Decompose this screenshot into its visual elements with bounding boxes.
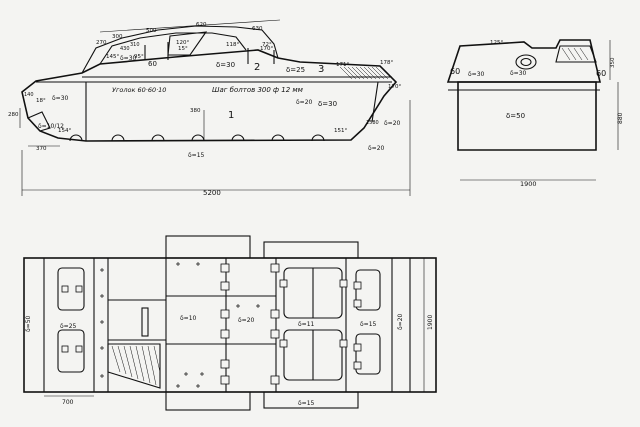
plan-label-rear-20: δ=20 [397, 313, 404, 330]
plan-hatch-lines [111, 345, 161, 386]
angle-5: 170° [260, 46, 273, 52]
plan-label-front-50: δ=50 [25, 315, 32, 332]
dim-8: 140 [24, 92, 34, 98]
section-number-2: 2 [254, 62, 260, 73]
label-rear-lower: δ=20 [368, 145, 385, 152]
plan-label-mid-10: δ=10 [180, 315, 197, 322]
plan-dim-front: 700 [62, 399, 74, 406]
plan-top-cab-outline [165, 235, 251, 259]
label-angle-note: Уголок 60·60·10 [112, 86, 166, 94]
label-rear-lower-2: δ=20 [296, 99, 313, 106]
plan-hatched-area [107, 343, 161, 389]
front-label-front: δ=50 [506, 112, 525, 120]
angle-11: 145° [106, 54, 119, 60]
angle-6: 154° [58, 128, 71, 134]
front-upper-outline [446, 39, 602, 83]
plan-label-rear-15: δ=15 [360, 321, 377, 328]
label-bolt-note: Шаг болтов 300 ф 12 мм [212, 86, 304, 94]
front-dim-width: 1900 [520, 180, 537, 188]
angle-2: 120° [176, 40, 189, 46]
dim-5: 430 [120, 46, 130, 52]
plan-view: δ=50 δ=25 δ=10 δ=20 δ=11 δ=15 δ=20 δ=15 … [23, 235, 437, 411]
label-lower-front: δ=20 [384, 120, 401, 127]
cab-window [167, 31, 208, 56]
angle-10: 72° [262, 42, 272, 48]
plan-wheel-box-2 [57, 329, 85, 373]
nose-detail [27, 111, 51, 132]
front-visor [555, 45, 597, 63]
label-hull-side: δ=30 [318, 100, 337, 108]
dim-10: 1580 [366, 120, 379, 126]
section-number-3: 3 [318, 64, 324, 75]
label-bottom: δ=15 [188, 152, 205, 159]
dim-0: 270 [96, 40, 107, 46]
side-vertical-2 [371, 81, 379, 123]
angle-13: 178° [380, 60, 393, 66]
front-hatch-ring [515, 54, 537, 70]
plan-label-rear-11: δ=11 [298, 321, 315, 328]
front-angle-right: 60 [596, 69, 606, 78]
label-top-rear: δ=25 [286, 66, 305, 74]
plan-label-bottom-15: δ=15 [298, 400, 315, 407]
dim-1: 300 [112, 34, 123, 40]
angle-12: 171° [336, 62, 349, 68]
plan-bolt-squares [61, 263, 362, 385]
front-angle-top: 125° [490, 40, 503, 46]
label-upper-plate-1: δ=30 [120, 55, 137, 62]
dim-2: 500 [146, 28, 157, 34]
label-front-glacis: δ=30 [52, 95, 69, 102]
plan-rear-small-box-2 [355, 333, 381, 375]
front-lower-outline [457, 81, 597, 151]
front-label-top: δ=30 [468, 71, 485, 78]
section-number-1: 1 [228, 110, 234, 121]
label-nose-note: δ=10/12 [38, 123, 64, 130]
top-hatch-strip [339, 66, 389, 80]
front-visor-hatch [561, 47, 589, 61]
cab-inner [99, 32, 247, 65]
dim-9: 380 [190, 108, 201, 114]
side-view: δ=30 δ=30 δ=25 δ=30 δ=15 δ=20 δ=20 δ=20 … [8, 19, 411, 197]
dim-4: 630 [252, 26, 263, 32]
dim-11: 370 [36, 146, 47, 152]
plan-slot [141, 307, 149, 337]
dim-6: 310 [130, 42, 140, 48]
plan-label-mid-20: δ=20 [238, 317, 255, 324]
angle-9: 170° [388, 84, 401, 90]
angle-1: 15° [178, 46, 188, 52]
angle-7: 18° [36, 98, 46, 104]
plan-bottom-cab-outline [165, 391, 251, 411]
plan-top-rear-outline [263, 241, 359, 259]
plan-rivet-crosses [100, 262, 260, 388]
angle-4: 95° [134, 54, 144, 60]
plan-label-front-25: δ=25 [60, 323, 77, 330]
plan-bottom-rear-outline [263, 391, 359, 409]
angle-8: 151° [334, 128, 347, 134]
angle-3: 118° [226, 42, 239, 48]
plan-dim-width: 1900 [427, 315, 434, 330]
side-hull-outline [21, 49, 398, 142]
dim-12: 5200 [203, 189, 221, 197]
front-view: δ=30 δ=50 δ=30 60 60 125° 350 880 1900 [446, 39, 624, 188]
plan-wheel-box-1 [57, 267, 85, 311]
plan-rear-small-box-1 [355, 269, 381, 311]
angle-0: 60 [148, 60, 157, 68]
front-angle-left: 60 [450, 67, 460, 76]
front-dim-upper: 350 [610, 57, 616, 68]
dim-3: 620 [196, 22, 207, 28]
dim-7: 280 [8, 112, 19, 118]
cab-outline [81, 25, 279, 74]
front-dim-height: 880 [617, 112, 624, 124]
front-label-turret: δ=30 [510, 70, 527, 77]
top-dim-line [99, 19, 281, 33]
front-hatch-inner [520, 57, 532, 67]
label-upper-plate-2: δ=30 [216, 61, 235, 69]
